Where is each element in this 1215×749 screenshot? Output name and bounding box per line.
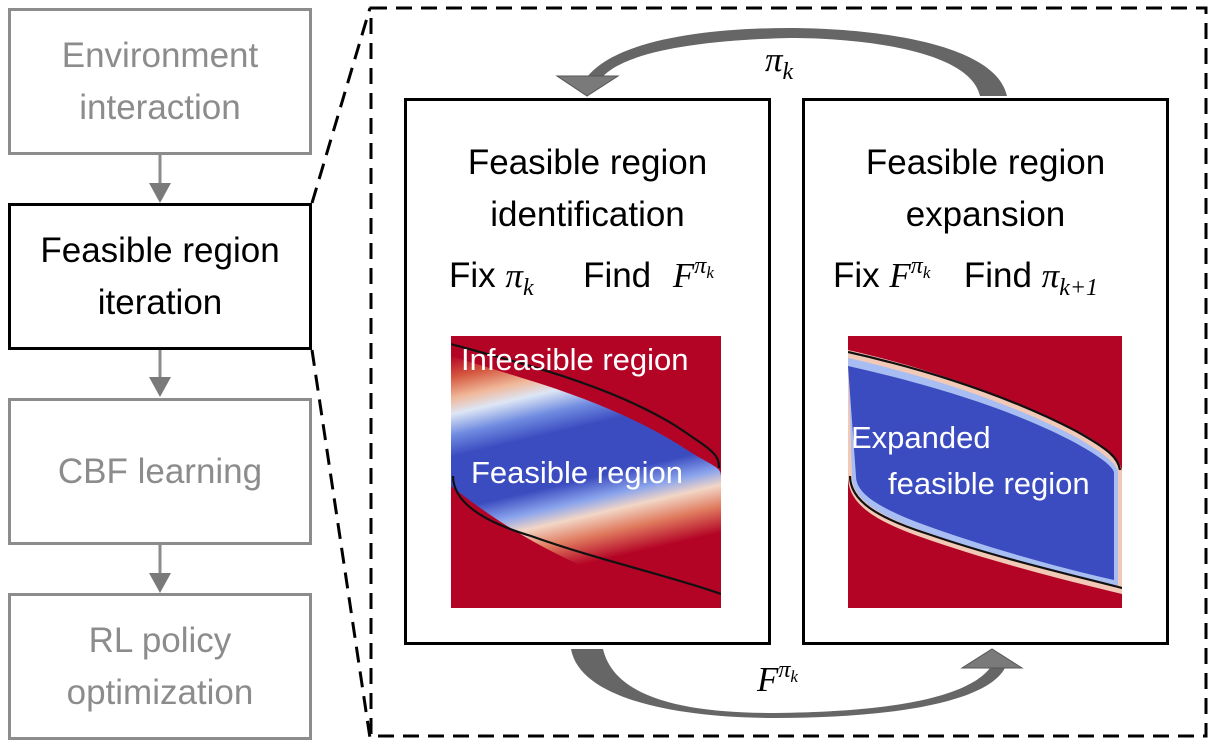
panel-title-line2: expansion [905, 195, 1066, 234]
detail-frame [369, 6, 1208, 738]
pipeline-arrow-2 [149, 350, 171, 397]
find-symbol-base: F [672, 256, 695, 295]
fix-find-row: Fix πk Find Fπk [449, 253, 714, 301]
expanded-label-line1: Expanded [851, 420, 991, 455]
fix-symbol-base: F [889, 256, 911, 295]
step-cbf-learning[interactable]: CBF learning [8, 398, 312, 545]
step-label-line2: interaction [79, 87, 241, 127]
bottom-curved-arrow [571, 648, 1024, 718]
step-label-line2: optimization [66, 672, 254, 712]
fix-symbol-sub: k [522, 275, 534, 301]
boundary-lower [451, 475, 721, 596]
find-word: Find [963, 256, 1032, 295]
symbol-base: F [757, 660, 779, 699]
fix-find-row: Fix Fπk Find πk+1 [833, 253, 1098, 301]
expanded-label-line2: feasible region [888, 466, 1090, 501]
step-rl-policy-optimization[interactable]: RL policy optimization [8, 593, 312, 740]
heatmap-expansion: Expanded feasible region [848, 336, 1122, 608]
panel-title-line1: Feasible region [467, 143, 708, 182]
boundary-lower [848, 475, 1122, 590]
zoom-connector-top [310, 7, 372, 204]
zoom-connector-bottom [310, 349, 372, 739]
step-label-line1: Environment [61, 35, 259, 75]
step-label-line1: Feasible region [40, 230, 280, 270]
find-word: Find [583, 256, 652, 295]
symbol-base: π [765, 40, 783, 79]
panel-title-line2: identification [490, 195, 685, 234]
top-arrow-label: πk [765, 40, 793, 85]
heatmap-expansion-svg [848, 336, 1122, 608]
bottom-arrow-label: Fπk [757, 657, 798, 700]
find-symbol-base: π [1041, 256, 1060, 295]
step-environment-interaction[interactable]: Environment interaction [8, 8, 312, 155]
fix-symbol-sup-sub: k [922, 263, 931, 282]
step-label-line1: CBF learning [57, 451, 263, 491]
step-label-line1: RL policy [88, 620, 232, 660]
fix-symbol-base: π [505, 256, 523, 295]
heatmap-identification: Infeasible region Feasible region [451, 336, 721, 608]
fix-word: Fix [449, 256, 496, 295]
feasible-region-label: Feasible region [471, 455, 683, 490]
infeasible-region-label: Infeasible region [461, 342, 689, 377]
step-feasible-region-iteration[interactable]: Feasible region iteration [8, 203, 312, 350]
find-symbol-sup: π [694, 253, 707, 279]
find-symbol-sub: k+1 [1059, 275, 1099, 301]
pipeline-arrow-1 [149, 155, 171, 203]
symbol-subscript: k [782, 59, 794, 85]
heatmap-identification-svg [451, 336, 721, 608]
feasible-band [451, 356, 721, 606]
pipeline-arrow-3 [149, 545, 171, 593]
symbol-superscript: π [778, 657, 791, 683]
fix-word: Fix [833, 256, 880, 295]
boundary-upper [451, 342, 721, 469]
find-symbol-sup-sub: k [706, 263, 714, 282]
expanded-feasible-band [848, 366, 1114, 580]
boundary-upper [848, 350, 1122, 471]
step-label-line2: iteration [97, 282, 223, 322]
top-curved-arrow [555, 28, 1007, 97]
symbol-superscript-sub: k [790, 667, 798, 686]
fix-symbol-sup: π [910, 253, 923, 279]
panel-title-line1: Feasible region [865, 143, 1106, 182]
